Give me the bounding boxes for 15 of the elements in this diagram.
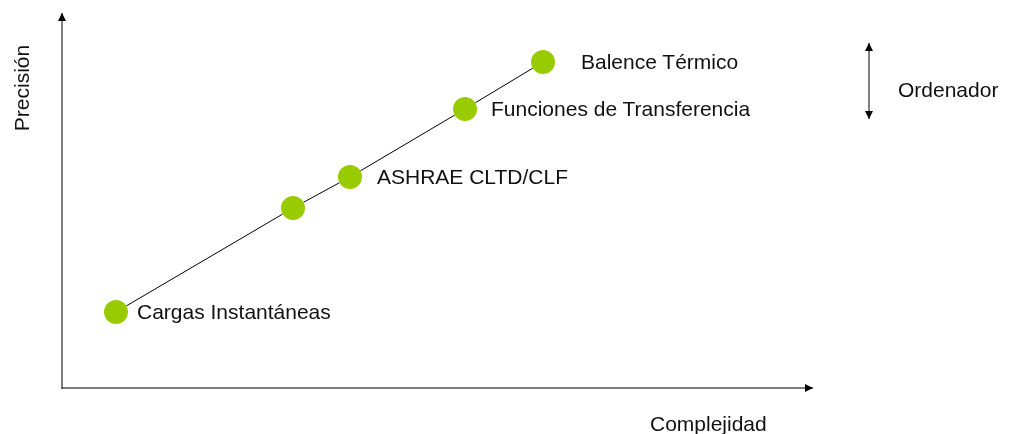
connector-line	[474, 67, 534, 104]
connector-line	[125, 213, 284, 307]
data-point	[531, 50, 555, 74]
data-point	[453, 97, 477, 121]
point-label: Cargas Instantáneas	[137, 301, 331, 322]
annotation-text: Ordenador	[898, 77, 999, 103]
data-point	[104, 300, 128, 324]
data-point	[281, 196, 305, 220]
point-label: Funciones de Transferencia	[491, 98, 751, 119]
point-label: Balence Térmico	[581, 51, 739, 72]
axis-title: Precisión	[9, 44, 35, 132]
connector-line	[303, 182, 340, 203]
point-label: ASHRAE CLTD/CLF	[377, 166, 568, 187]
connector-line	[359, 114, 456, 172]
data-point	[338, 165, 362, 189]
